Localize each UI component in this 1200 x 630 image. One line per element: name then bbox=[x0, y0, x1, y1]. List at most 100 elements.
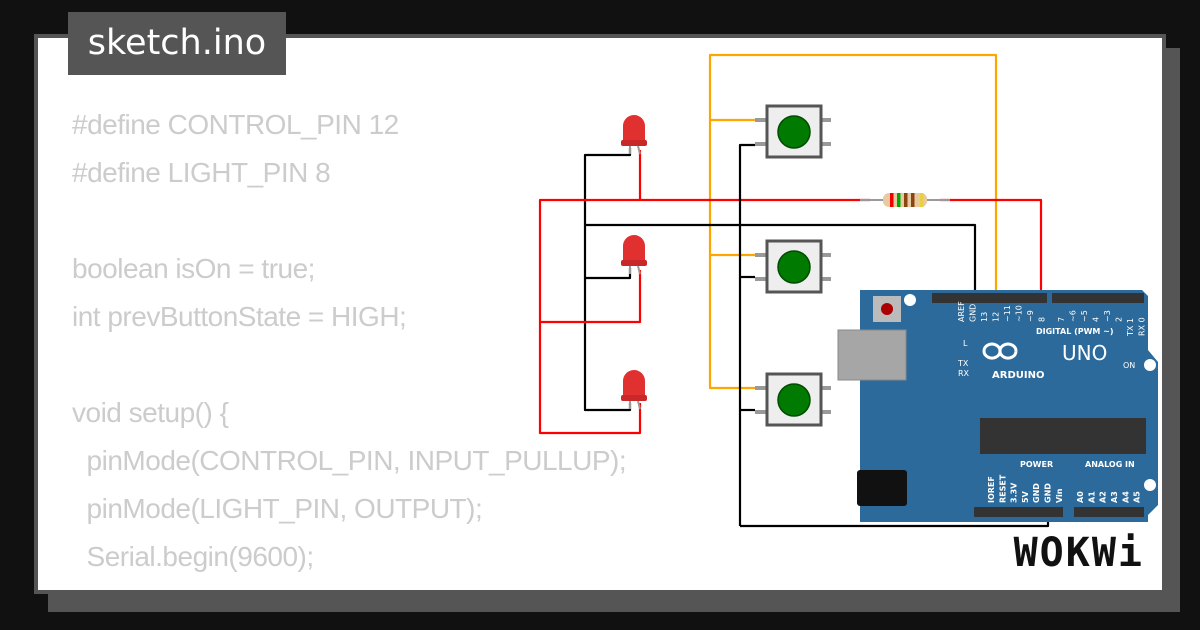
pin-label: AREF bbox=[957, 301, 966, 322]
pin-label: ~5 bbox=[1080, 310, 1089, 322]
pin-label: A1 bbox=[1087, 491, 1096, 503]
button-pin bbox=[755, 410, 767, 414]
pin-label: A3 bbox=[1110, 491, 1119, 503]
arduino-logo-icon bbox=[982, 342, 1018, 360]
pin-label: Vin bbox=[1055, 488, 1064, 503]
button-pin bbox=[821, 253, 831, 257]
pin-label: ~11 bbox=[1003, 305, 1012, 322]
pin-label: 7 bbox=[1057, 317, 1066, 322]
header-analog bbox=[1074, 507, 1144, 517]
wire-ground bbox=[738, 143, 755, 526]
code-line: #define CONTROL_PIN 12 bbox=[72, 109, 399, 140]
button-cap bbox=[777, 115, 811, 149]
button-pin bbox=[821, 410, 831, 414]
pin-label: IOREF bbox=[987, 476, 996, 503]
button-pin bbox=[821, 118, 831, 122]
tx-label: TX bbox=[957, 359, 969, 368]
led bbox=[623, 115, 645, 146]
button-pin bbox=[821, 386, 831, 390]
wokwi-logo: WOKWi bbox=[1013, 530, 1144, 576]
code-line: Serial.begin(9600); bbox=[72, 541, 315, 572]
button-pin bbox=[755, 277, 767, 281]
pin-label: 3.3V bbox=[1010, 482, 1019, 503]
file-tab[interactable]: sketch.ino bbox=[68, 12, 286, 75]
mount-hole bbox=[904, 294, 916, 306]
code-line: int prevButtonState = HIGH; bbox=[72, 301, 407, 332]
led bbox=[623, 235, 645, 266]
pin-label: 13 bbox=[980, 312, 989, 322]
button-pin bbox=[755, 142, 767, 146]
digital-label: DIGITAL (PWM ~) bbox=[1036, 327, 1114, 336]
wire-led bbox=[540, 270, 642, 324]
pin-label: ~10 bbox=[1015, 305, 1024, 322]
led-rim bbox=[621, 140, 647, 146]
wire-led bbox=[538, 198, 870, 435]
project-preview: #define CONTROL_PIN 12 #define LIGHT_PIN … bbox=[34, 34, 1166, 594]
brand-label: ARDUINO bbox=[992, 370, 1044, 381]
pin-label: A4 bbox=[1121, 491, 1130, 503]
resistor-band bbox=[890, 193, 894, 207]
header-digital-high bbox=[932, 293, 1047, 303]
button-pin bbox=[821, 277, 831, 281]
pin-label: RESET bbox=[998, 474, 1007, 503]
pin-label: ~9 bbox=[1026, 310, 1035, 322]
pin-label: TX 1 bbox=[1126, 318, 1135, 337]
pin-label: A5 bbox=[1133, 491, 1142, 503]
reset-button-cap bbox=[881, 303, 893, 315]
power-label: POWER bbox=[1020, 460, 1053, 469]
code-line: pinMode(LIGHT_PIN, OUTPUT); bbox=[72, 493, 483, 524]
resistor-band bbox=[897, 193, 901, 207]
pin-label: ~6 bbox=[1069, 310, 1078, 322]
led-rim bbox=[621, 395, 647, 401]
header-digital-low bbox=[1052, 293, 1144, 303]
wire-ground bbox=[585, 268, 632, 280]
pin-label: GND bbox=[969, 304, 978, 322]
led-lead bbox=[637, 265, 641, 275]
led-rim bbox=[621, 260, 647, 266]
model-label: UNO bbox=[1062, 341, 1107, 365]
button-pin bbox=[755, 386, 767, 390]
button-pin bbox=[821, 142, 831, 146]
wire-led bbox=[940, 198, 1043, 300]
board-pcb bbox=[860, 290, 1158, 522]
rx-label: RX bbox=[958, 369, 970, 378]
led-lead bbox=[637, 400, 641, 410]
code-line: #define LIGHT_PIN 8 bbox=[72, 157, 331, 188]
resistor-band bbox=[920, 193, 924, 207]
mount-hole bbox=[1144, 479, 1156, 491]
wire-signal bbox=[708, 120, 755, 257]
led-lead bbox=[637, 145, 641, 155]
code-line: void setup() { bbox=[72, 397, 229, 428]
power-jack bbox=[857, 470, 907, 506]
usb-port bbox=[837, 329, 907, 381]
pin-label: 4 bbox=[1092, 317, 1101, 322]
code-line: boolean isOn = true; bbox=[72, 253, 315, 284]
resistor-band bbox=[911, 193, 915, 207]
header-power bbox=[974, 507, 1063, 517]
pin-label: A2 bbox=[1099, 491, 1108, 503]
code-line: pinMode(CONTROL_PIN, INPUT_PULLUP); bbox=[72, 445, 627, 476]
pin-label: 8 bbox=[1038, 317, 1047, 322]
button-pin bbox=[755, 118, 767, 122]
mount-hole bbox=[1144, 359, 1156, 371]
code-line: } bbox=[72, 581, 81, 590]
pin-label: A0 bbox=[1076, 491, 1085, 503]
resistor-band bbox=[904, 193, 908, 207]
wire-signal bbox=[708, 53, 998, 300]
wire-signal bbox=[708, 255, 755, 390]
atmega-chip bbox=[980, 418, 1146, 454]
pin-label: 5V bbox=[1021, 490, 1030, 503]
pin-label: RX 0 bbox=[1138, 317, 1147, 336]
pin-label: 12 bbox=[992, 312, 1001, 322]
button-cap bbox=[777, 250, 811, 284]
pin-label: GND bbox=[1032, 483, 1041, 503]
pin-label: GND bbox=[1044, 483, 1053, 503]
on-label: ON bbox=[1123, 361, 1135, 370]
wire-ground bbox=[585, 223, 977, 300]
button-pin bbox=[755, 253, 767, 257]
button-cap bbox=[777, 383, 811, 417]
pin-label: ~3 bbox=[1103, 310, 1112, 322]
l-label: L bbox=[963, 339, 968, 348]
